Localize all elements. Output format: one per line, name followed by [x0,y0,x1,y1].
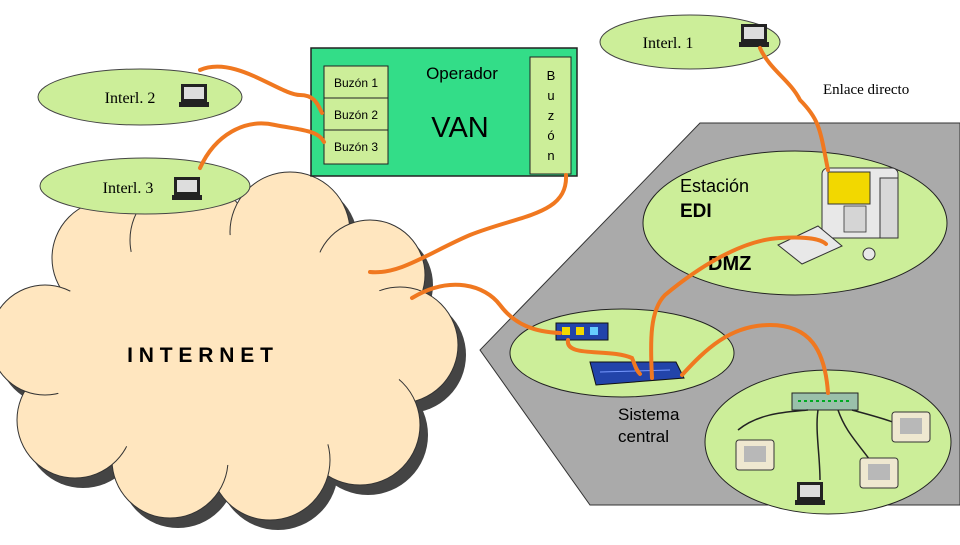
mailbox-2-label: Buzón 2 [334,108,378,122]
van-internet-cable [368,173,569,275]
edi-workstation-icon [777,167,899,265]
router-icon [555,322,609,341]
server-edi-cable [649,235,828,380]
vertical-mailbox-letter: z [548,108,555,123]
mailbox-group [323,65,389,165]
interl2-cable [198,64,324,115]
van-title: VAN [431,112,488,144]
vertical-mailbox [529,56,572,175]
network-links [198,46,830,395]
internet-label: I N T E R N E T [127,344,273,367]
interl2-label: Interl. 2 [105,90,156,107]
desktop-pc-icon [735,439,775,471]
laptop-icon [179,84,209,107]
central-system-label-1: Sistema [618,405,680,424]
mailbox-1-label: Buzón 1 [334,76,378,90]
vertical-mailbox-letter: ó [547,128,554,143]
vertical-mailbox-letter: B [547,68,556,83]
vertical-mailbox-letter: n [547,148,554,163]
edi-station-label-1: Estación [680,176,749,196]
desktop-pc-icon [891,411,931,443]
interl1-oval [599,14,781,70]
central-system-oval [509,308,735,398]
dmz-label: DMZ [708,253,751,275]
central-system-label-2: central [618,427,669,446]
direct-link-label: Enlace directo [823,82,909,98]
edi-station-label-2: EDI [680,201,712,222]
interl3-label: Interl. 3 [103,180,154,197]
direct-link-cable [758,46,830,172]
laptop-icon [172,177,202,200]
vertical-mailbox-letter: u [547,88,554,103]
desktop-pc-icon [859,457,899,489]
server-lan-cable [680,322,830,395]
laptop-icon [795,482,825,505]
internet-router-cable [410,282,562,335]
van-operator-label: Operador [426,64,498,83]
mailbox-3-label: Buzón 3 [334,140,378,154]
interl2-oval [37,68,243,126]
edi-station-oval [642,150,948,296]
interl3-cable [198,121,326,170]
interl1-label: Interl. 1 [643,35,694,52]
switch-icon [791,392,859,411]
router-server-cable [566,338,642,376]
laptop-icon [739,24,769,47]
internet-cloud [0,171,466,530]
